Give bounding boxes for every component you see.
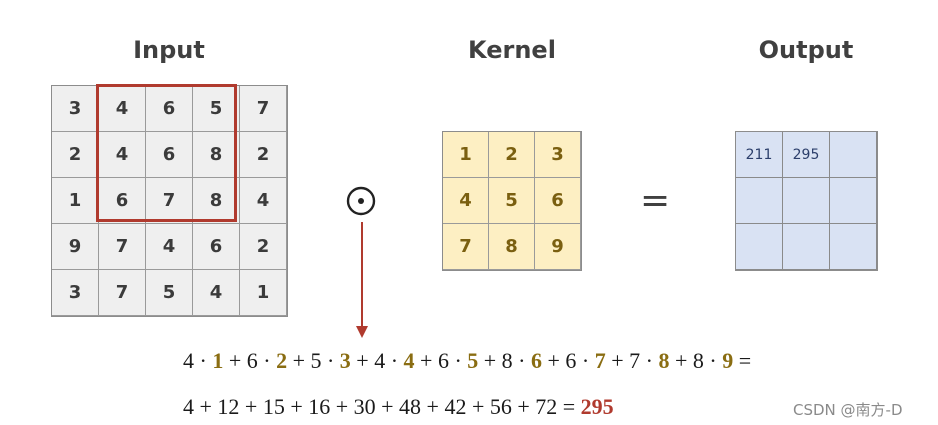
kernel-weight-term: 8 xyxy=(658,348,670,373)
kernel-cell: 8 xyxy=(489,224,535,270)
input-cell: 7 xyxy=(99,224,146,270)
equation-term: 4 · xyxy=(183,348,213,373)
output-cell xyxy=(736,178,783,224)
output-cell: 295 xyxy=(783,132,830,178)
input-cell: 4 xyxy=(99,86,146,132)
input-cell: 4 xyxy=(240,178,287,224)
output-cell xyxy=(783,224,830,270)
kernel-cell: 6 xyxy=(535,178,581,224)
output-cell xyxy=(830,224,877,270)
kernel-weight-term: 1 xyxy=(212,348,224,373)
output-cell xyxy=(783,178,830,224)
kernel-cell: 3 xyxy=(535,132,581,178)
equation-term: + 8 · xyxy=(669,348,723,373)
output-cell xyxy=(736,224,783,270)
input-cell: 9 xyxy=(52,224,99,270)
equation-term: + 6 · xyxy=(414,348,468,373)
output-cell: 211 xyxy=(736,132,783,178)
input-cell: 7 xyxy=(240,86,287,132)
equation-term: + 8 · xyxy=(478,348,531,373)
kernel-cell: 2 xyxy=(489,132,535,178)
equation-result: 295 xyxy=(580,394,614,419)
kernel-weight-term: 4 xyxy=(403,348,415,373)
input-title: Input xyxy=(133,36,205,64)
kernel-cell: 7 xyxy=(443,224,489,270)
input-cell: 8 xyxy=(193,178,240,224)
output-cell xyxy=(830,178,877,224)
input-cell: 3 xyxy=(52,86,99,132)
equation-term: + 6 · xyxy=(542,348,595,373)
input-cell: 2 xyxy=(240,224,287,270)
arrow-down-icon xyxy=(356,222,368,338)
input-cell: 4 xyxy=(99,132,146,178)
equals-sign: = xyxy=(640,180,671,221)
input-cell: 6 xyxy=(193,224,240,270)
kernel-weight-term: 9 xyxy=(722,348,734,373)
kernel-weight-term: 5 xyxy=(467,348,479,373)
input-cell: 4 xyxy=(146,224,193,270)
kernel-cell: 5 xyxy=(489,178,535,224)
kernel-title: Kernel xyxy=(468,36,556,64)
kernel-cell: 9 xyxy=(535,224,581,270)
input-cell: 1 xyxy=(240,270,287,316)
kernel-weight-term: 3 xyxy=(339,348,351,373)
input-cell: 6 xyxy=(146,132,193,178)
output-title: Output xyxy=(758,36,854,64)
input-cell: 2 xyxy=(52,132,99,178)
input-cell: 5 xyxy=(193,86,240,132)
input-cell: 6 xyxy=(146,86,193,132)
input-cell: 1 xyxy=(52,178,99,224)
equation-line-2: 4 + 12 + 15 + 16 + 30 + 48 + 42 + 56 + 7… xyxy=(183,394,614,420)
input-cell: 6 xyxy=(99,178,146,224)
watermark: CSDN @南方-D xyxy=(793,401,903,419)
kernel-cell: 1 xyxy=(443,132,489,178)
equation-term: + 7 · xyxy=(605,348,659,373)
equation-sum-terms: 4 + 12 + 15 + 16 + 30 + 48 + 42 + 56 + 7… xyxy=(183,394,581,419)
kernel-weight-term: 6 xyxy=(531,348,542,373)
equation-term: + 4 · xyxy=(350,348,404,373)
output-cell xyxy=(830,132,877,178)
equation-term: = xyxy=(733,348,752,373)
input-cell: 7 xyxy=(146,178,193,224)
equation-line-1: 4 · 1 + 6 · 2 + 5 · 3 + 4 · 4 + 6 · 5 + … xyxy=(183,348,751,374)
kernel-weight-term: 2 xyxy=(276,348,288,373)
kernel-cell: 4 xyxy=(443,178,489,224)
input-cell: 2 xyxy=(240,132,287,178)
input-cell: 5 xyxy=(146,270,193,316)
input-cell: 3 xyxy=(52,270,99,316)
equation-term: + 5 · xyxy=(287,348,340,373)
elementwise-product-icon xyxy=(346,186,376,216)
equation-term: + 6 · xyxy=(223,348,277,373)
input-cell: 4 xyxy=(193,270,240,316)
kernel-weight-term: 7 xyxy=(594,348,606,373)
input-cell: 8 xyxy=(193,132,240,178)
input-cell: 7 xyxy=(99,270,146,316)
